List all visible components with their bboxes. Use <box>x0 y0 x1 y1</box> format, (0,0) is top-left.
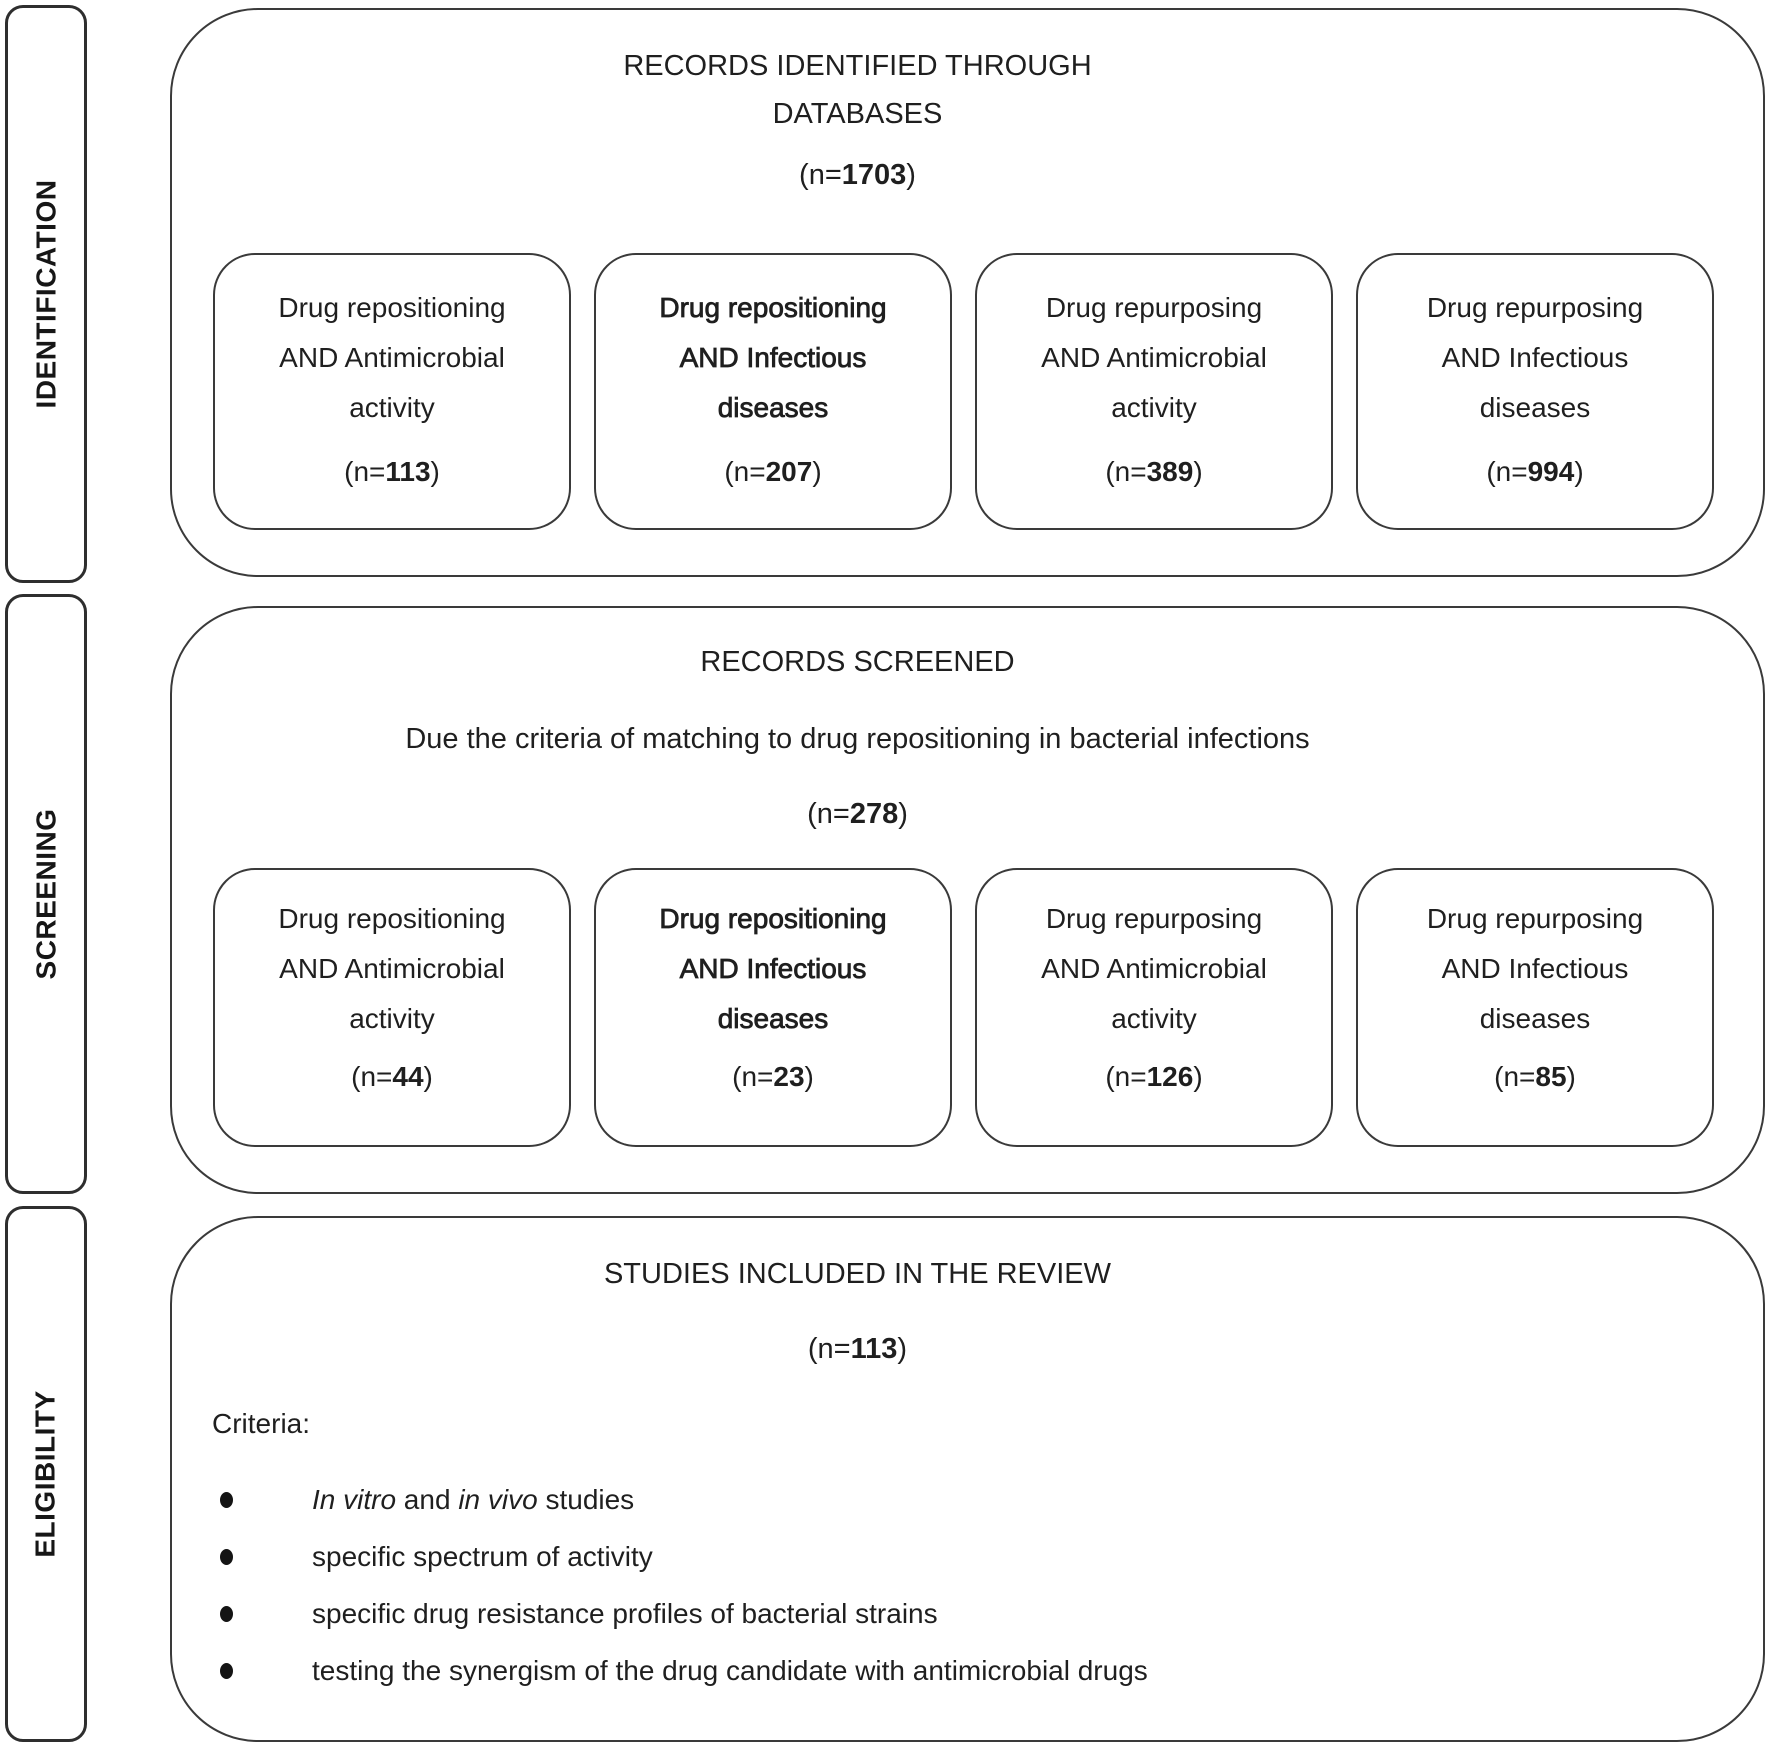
criteria-bullet: specific drug resistance profiles of bac… <box>212 1597 1763 1631</box>
count-value: 389 <box>1146 456 1194 487</box>
panel-title-line: STUDIES INCLUDED IN THE REVIEW <box>603 1258 1112 1290</box>
record-count: (n=23) <box>732 1061 814 1092</box>
criteria-label: Criteria: <box>212 1408 311 1439</box>
query-text: Drug repositioning AND Antimicrobial act… <box>278 903 506 1034</box>
count-prefix: (n= <box>799 159 842 191</box>
count-value: 994 <box>1527 456 1575 487</box>
stage-identification: IDENTIFICATION <box>5 5 87 583</box>
record-count: (n=85) <box>1494 1061 1576 1092</box>
count-value: 44 <box>392 1061 424 1092</box>
criteria-bullet: testing the synergism of the drug candid… <box>212 1654 1763 1688</box>
query-text: Drug repurposing AND Antimicrobial activ… <box>1041 292 1267 423</box>
query-box-repositioning-infectious: Drug repositioning AND Infectious diseas… <box>594 253 952 530</box>
query-box-repurposing-infectious: Drug repurposing AND Infectious diseases… <box>1356 253 1714 530</box>
panel-header: RECORDS SCREENED Due the criteria of mat… <box>172 608 1543 838</box>
stage-label: SCREENING <box>30 808 61 980</box>
record-count: (n=113) <box>344 456 440 487</box>
query-text: Drug repurposing AND Infectious diseases <box>1426 903 1644 1034</box>
record-count: (n=113) <box>807 1333 908 1365</box>
query-box-repurposing-antimicrobial: Drug repurposing AND Antimicrobial activ… <box>975 253 1333 530</box>
bullet-icon <box>220 1663 233 1679</box>
query-box-repositioning-antimicrobial: Drug repositioning AND Antimicrobial act… <box>213 868 571 1147</box>
record-count: (n=994) <box>1486 456 1584 487</box>
panel-title-line: RECORDS SCREENED <box>700 646 1015 678</box>
count-value: 207 <box>765 456 813 487</box>
query-box-repositioning-infectious: Drug repositioning AND Infectious diseas… <box>594 868 952 1147</box>
record-count: (n=126) <box>1105 1061 1203 1092</box>
query-text: Drug repositioning AND Infectious diseas… <box>659 292 887 424</box>
record-count: (n=1703) <box>172 151 1543 199</box>
record-count: (n=278) <box>807 798 908 830</box>
bullet-icon <box>220 1606 233 1622</box>
count-value: 23 <box>773 1061 805 1092</box>
criteria-block: Criteria: In vitro and in vivo studies s… <box>212 1407 1763 1688</box>
stage-screening: SCREENING <box>5 594 87 1194</box>
query-text: Drug repositioning AND Antimicrobial act… <box>278 292 506 423</box>
panel-subtitle: Due the criteria of matching to drug rep… <box>405 723 1310 755</box>
panel-header: STUDIES INCLUDED IN THE REVIEW (n=113) <box>172 1218 1543 1373</box>
record-count: (n=207) <box>724 456 822 487</box>
query-text: Drug repositioning AND Infectious diseas… <box>659 903 887 1035</box>
count-value: 113 <box>850 1333 898 1365</box>
stage-label: ELIGIBILITY <box>30 1390 61 1558</box>
query-box-repurposing-antimicrobial: Drug repurposing AND Antimicrobial activ… <box>975 868 1333 1147</box>
criteria-bullet: In vitro and in vivo studies <box>212 1483 1763 1517</box>
count-value: 1703 <box>841 159 907 191</box>
stage-eligibility: ELIGIBILITY <box>5 1206 87 1742</box>
panel-header: RECORDS IDENTIFIED THROUGH DATABASES (n=… <box>172 10 1543 199</box>
record-count: (n=44) <box>351 1061 433 1092</box>
stage-label: IDENTIFICATION <box>30 179 62 409</box>
eligibility-panel: STUDIES INCLUDED IN THE REVIEW (n=113) C… <box>170 1216 1765 1742</box>
query-text: Drug repurposing AND Infectious diseases <box>1426 292 1644 423</box>
query-box-repositioning-antimicrobial: Drug repositioning AND Antimicrobial act… <box>213 253 571 530</box>
criteria-bullet: specific spectrum of activity <box>212 1540 1763 1574</box>
panel-title-line: DATABASES <box>772 98 943 130</box>
count-value: 85 <box>1535 1061 1567 1092</box>
query-text: Drug repurposing AND Antimicrobial activ… <box>1041 903 1267 1034</box>
bullet-icon <box>220 1492 233 1508</box>
criteria-list: In vitro and in vivo studies specific sp… <box>212 1483 1763 1688</box>
count-value: 113 <box>385 456 431 487</box>
record-count: (n=389) <box>1105 456 1203 487</box>
bullet-icon <box>220 1549 233 1565</box>
count-suffix: ) <box>906 159 916 191</box>
count-value: 278 <box>849 798 899 830</box>
panel-title-line: RECORDS IDENTIFIED THROUGH <box>623 50 1092 82</box>
count-value: 126 <box>1146 1061 1194 1092</box>
query-box-repurposing-infectious: Drug repurposing AND Infectious diseases… <box>1356 868 1714 1147</box>
